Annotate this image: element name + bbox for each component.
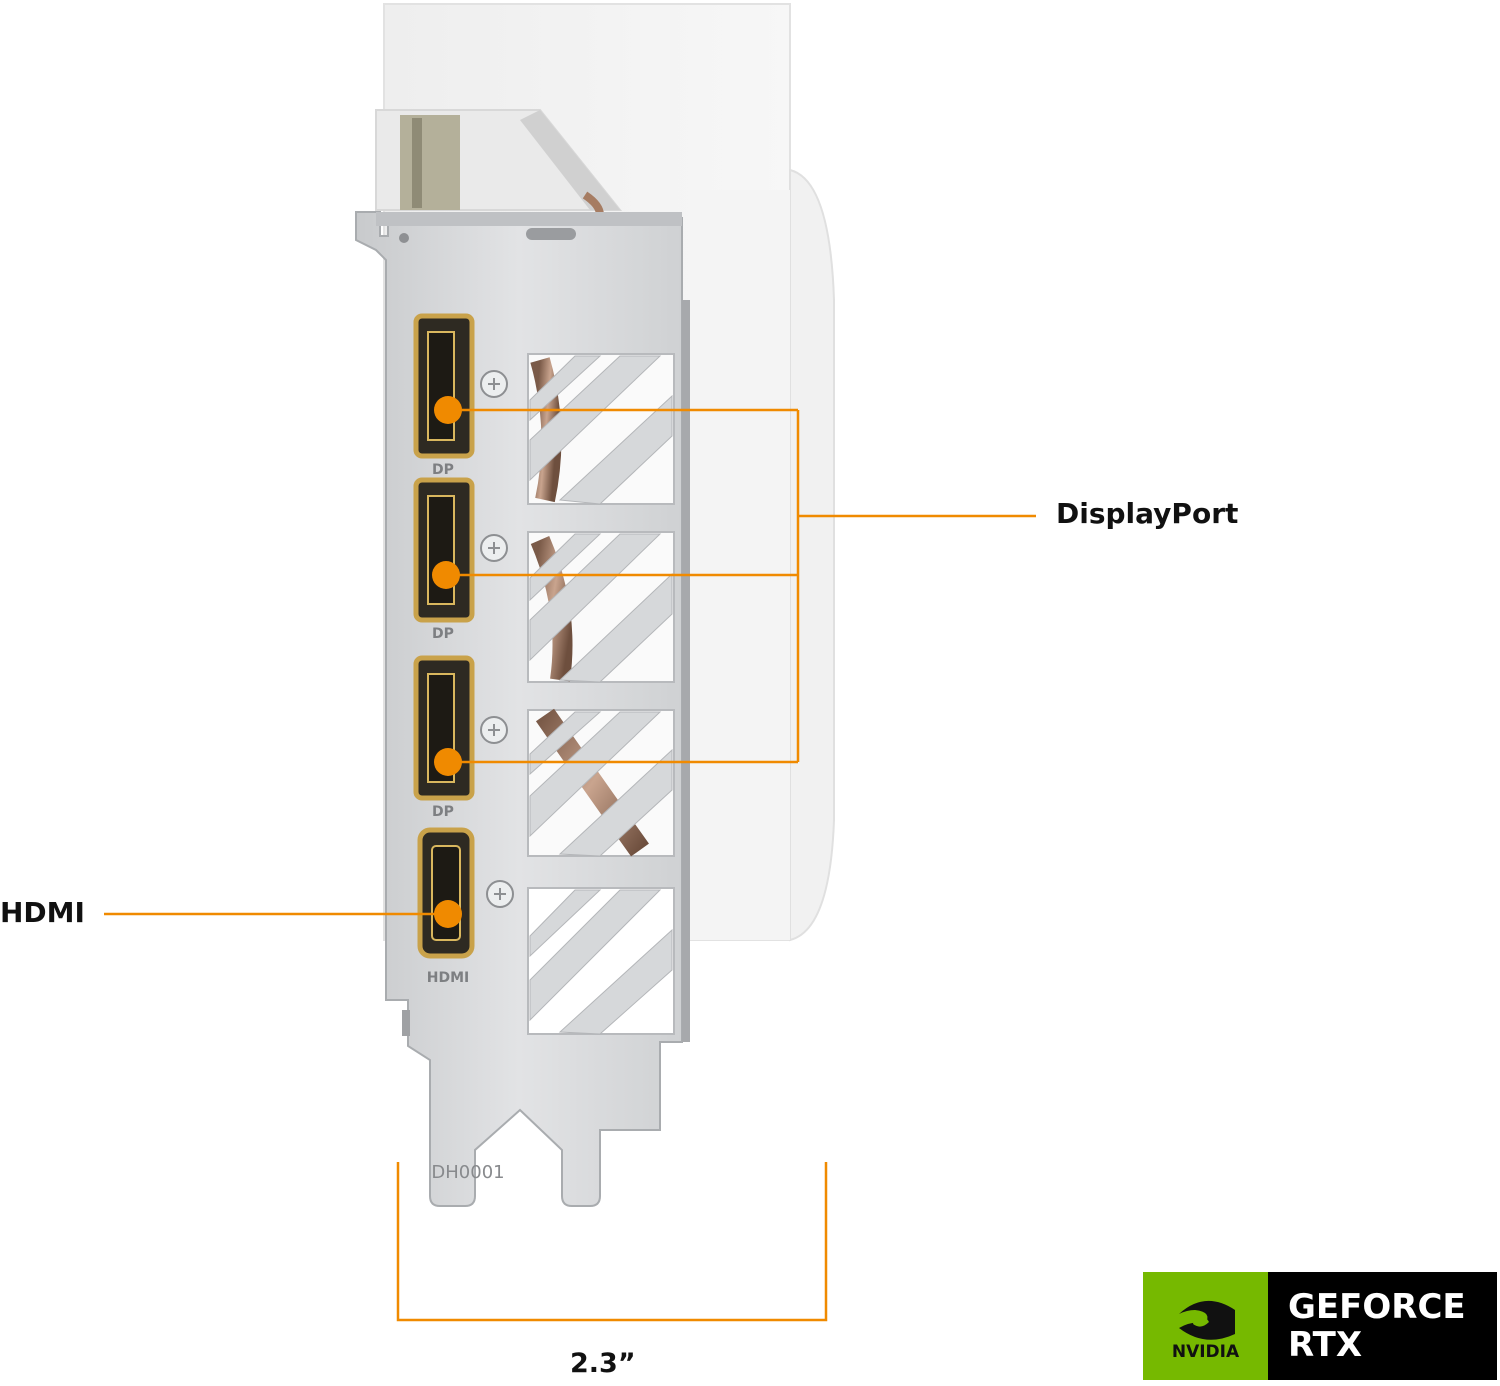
displayport-label: DisplayPort (1056, 497, 1239, 530)
port-hdmi (417, 827, 475, 959)
hdmi-label: HDMI (0, 896, 85, 929)
port-label-hdmi: HDMI (427, 970, 469, 986)
vent-grille (527, 353, 675, 1035)
hdmi-callout (104, 900, 462, 928)
port-displayport-1 (413, 313, 475, 459)
screw-icon (480, 370, 514, 908)
nvidia-logo-panel: NVIDIA (1143, 1272, 1268, 1380)
nvidia-wordmark: NVIDIA (1171, 1342, 1240, 1362)
nvidia-eye-icon (1179, 1300, 1235, 1340)
card-interior (375, 109, 623, 216)
width-dimension-bracket (396, 1162, 828, 1322)
port-displayport-3 (413, 655, 475, 801)
badge-line-rtx: RTX (1288, 1325, 1363, 1365)
displayport-callout-dots (432, 396, 462, 776)
port-label-dp-2: DP (432, 626, 454, 642)
bracket-code: DH0001 (431, 1162, 504, 1183)
port-label-dp-3: DP (432, 804, 454, 820)
port-label-dp-1: DP (432, 462, 454, 478)
geforce-rtx-badge: NVIDIA GEFORCE RTX (1143, 1272, 1497, 1380)
displayport-callout-lines (448, 408, 1036, 764)
width-label: 2.3” (570, 1348, 636, 1379)
screw-cross-marks (488, 378, 506, 900)
port-displayport-2 (413, 477, 475, 623)
badge-line-geforce: GEFORCE (1288, 1287, 1466, 1327)
